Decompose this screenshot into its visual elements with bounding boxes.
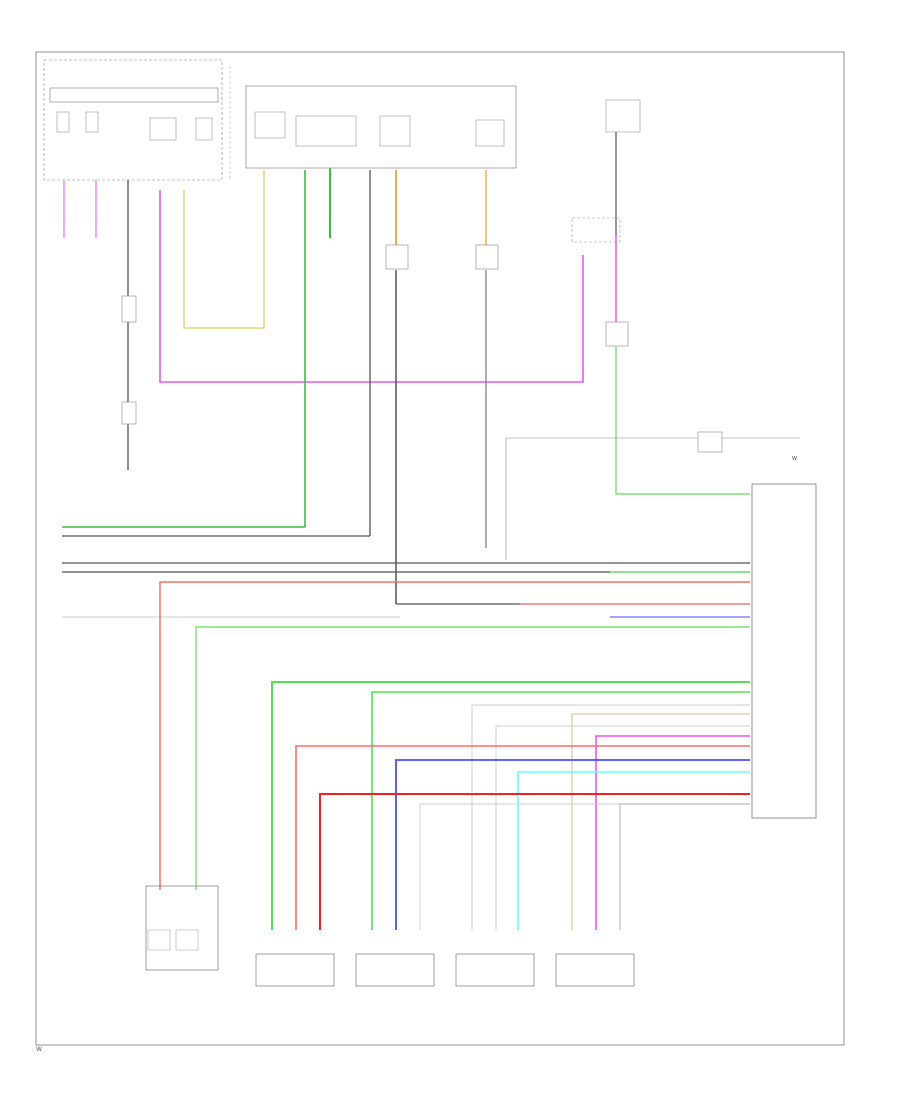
right-fuse-box [605,99,641,133]
wire-green-drop [195,626,750,890]
component-lower-left [145,885,219,971]
connector-right-1 [571,217,621,243]
wire-cyan-a [517,771,750,930]
junction-block [245,85,517,169]
wire-blue-a [395,759,750,930]
wire-gray-c [419,803,750,930]
power-source-block [43,59,231,181]
connector-left-a [121,295,137,323]
bottom-connector-4 [555,953,635,987]
connector-left-b [121,401,137,425]
connector-right-2 [605,321,629,347]
wire-green-right [615,346,750,495]
footer-code: W [36,1046,42,1053]
wire-green-a [271,681,750,930]
bottom-connector-3 [455,953,535,987]
diagram-frame [35,51,845,1046]
ecu-box [751,483,817,819]
wire-red-drop [159,581,750,890]
wire-tan-a [571,713,750,930]
wire-yellow-loop [183,170,265,329]
wire-gray-d [619,803,750,930]
ecu-side-label: W [792,456,797,462]
wire-green-b [371,691,750,930]
wire-gray-a [471,704,750,930]
sensor-box-right [697,431,723,453]
wire-red-a [295,745,750,930]
connector-center-2 [475,244,499,270]
wire-magenta-loop [159,190,584,383]
bottom-connector-1 [255,953,335,987]
wire-gray-b [495,725,750,930]
wire-darkred-a [319,793,750,930]
connector-center-1 [385,244,409,270]
wire-magenta-a [595,735,750,930]
bottom-connector-2 [355,953,435,987]
